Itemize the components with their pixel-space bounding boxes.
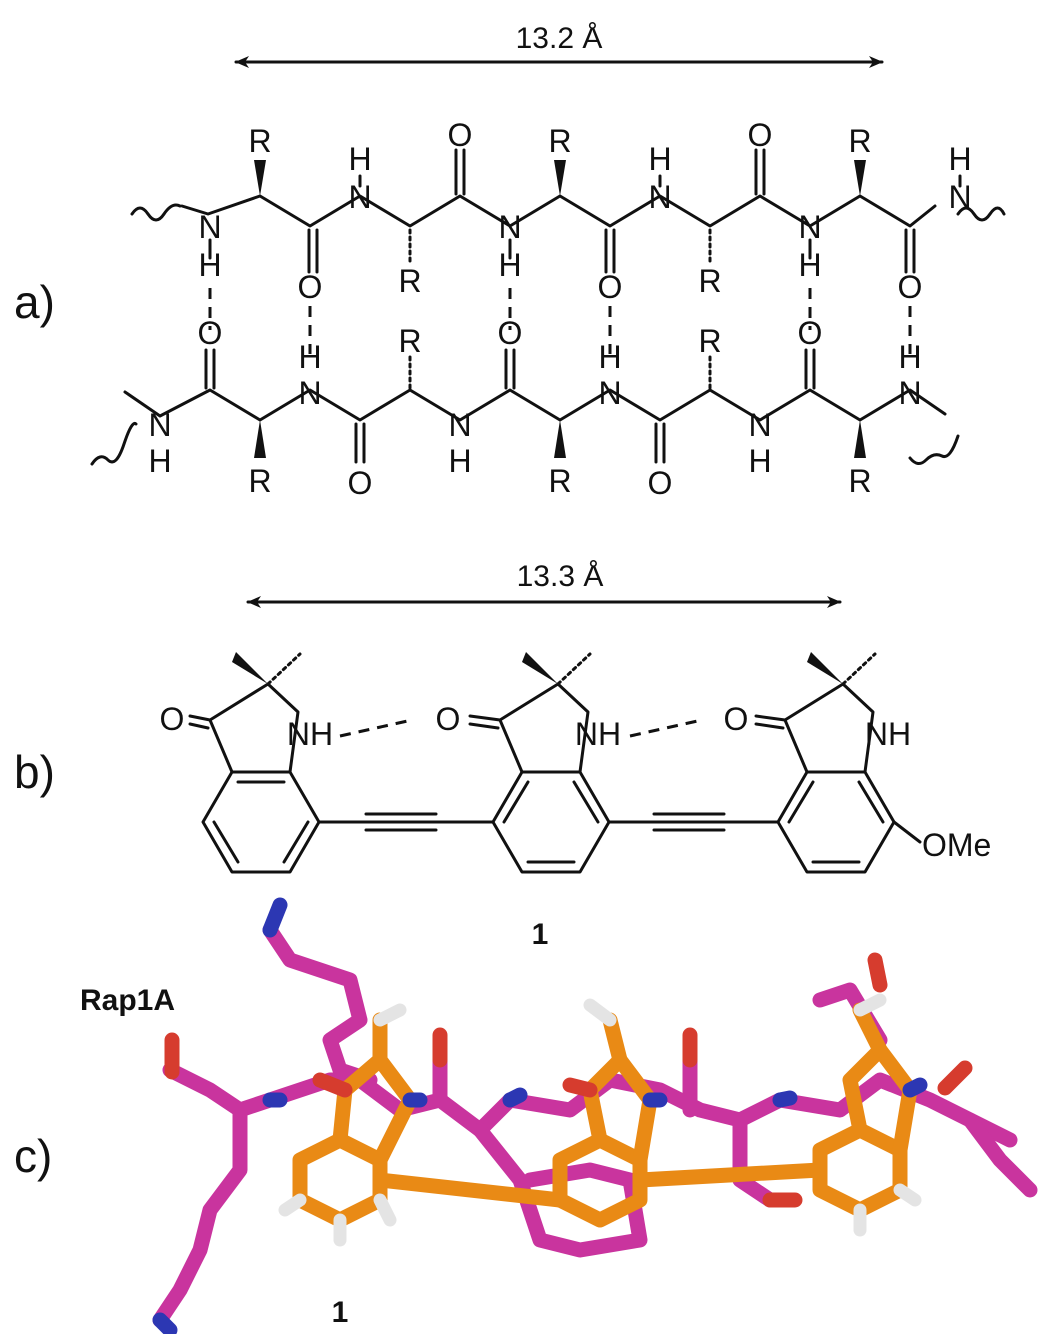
atom-h: H xyxy=(448,443,471,479)
ligand-stick-model xyxy=(278,993,928,1247)
atom-o: O xyxy=(724,701,749,737)
indolinone-unit-2: O NH xyxy=(436,652,621,874)
atom-n: N xyxy=(298,375,321,411)
atom-o: O xyxy=(498,315,523,351)
atom-n: N xyxy=(748,407,771,443)
atom-r: R xyxy=(698,263,721,299)
atom-h: H xyxy=(648,141,671,177)
atom-n: N xyxy=(198,209,221,245)
atom-o: O xyxy=(160,701,185,737)
atom-h: H xyxy=(748,443,771,479)
atom-h: H xyxy=(898,339,921,375)
atom-n: N xyxy=(598,375,621,411)
indolinone-unit-1: O NH xyxy=(160,652,333,874)
atom-h: H xyxy=(148,443,171,479)
compound-label-c: 1 xyxy=(332,1296,349,1329)
atom-n: N xyxy=(948,179,971,215)
atom-r: R xyxy=(848,463,871,499)
panel-b: b) 13.3 Å O NH xyxy=(14,560,991,951)
atom-h: H xyxy=(798,247,821,283)
atom-h: H xyxy=(498,247,521,283)
atom-r: R xyxy=(398,263,421,299)
atom-r: R xyxy=(248,123,271,159)
indolinone-unit-3: O NH OMe xyxy=(724,652,991,874)
atom-r: R xyxy=(848,123,871,159)
bottom-left-wavy xyxy=(90,421,138,466)
atom-nh: NH xyxy=(865,716,911,752)
atom-h: H xyxy=(198,247,221,283)
panel-c: c) Rap1A 1 xyxy=(14,897,1038,1334)
panel-b-label: b) xyxy=(14,746,55,798)
atom-o: O xyxy=(798,315,823,351)
atom-n: N xyxy=(348,179,371,215)
distance-label-a: 13.2 Å xyxy=(516,22,603,55)
bottom-strand-backbone xyxy=(123,388,947,422)
top-right-wavy xyxy=(956,206,1006,222)
protein-label: Rap1A xyxy=(80,984,175,1017)
atom-h: H xyxy=(598,339,621,375)
panel-a-label: a) xyxy=(14,276,55,328)
atom-o: O xyxy=(898,269,923,305)
distance-label-b: 13.3 Å xyxy=(517,560,604,593)
atom-n: N xyxy=(148,407,171,443)
atom-r: R xyxy=(548,123,571,159)
atom-n: N xyxy=(498,209,521,245)
atom-o: O xyxy=(448,117,473,153)
atom-o: O xyxy=(748,117,773,153)
atom-o: O xyxy=(198,315,223,351)
atom-r: R xyxy=(548,463,571,499)
top-strand-backbone xyxy=(180,194,937,228)
atom-nh: NH xyxy=(287,716,333,752)
protein-stick-model xyxy=(152,897,1038,1334)
bottom-right-wavy xyxy=(908,434,960,465)
atom-r: R xyxy=(398,323,421,359)
atom-o: O xyxy=(348,465,373,501)
atom-n: N xyxy=(648,179,671,215)
atom-h: H xyxy=(948,141,971,177)
atom-r: R xyxy=(698,323,721,359)
atom-o: O xyxy=(436,701,461,737)
atom-n: N xyxy=(898,375,921,411)
top-left-wavy xyxy=(130,203,182,222)
compound-label-b: 1 xyxy=(532,918,549,951)
atom-n: N xyxy=(448,407,471,443)
atom-nh: NH xyxy=(575,716,621,752)
hydrogen-bond xyxy=(339,718,413,738)
atom-n: N xyxy=(798,209,821,245)
atom-o: O xyxy=(648,465,673,501)
alkyne-linker-2 xyxy=(607,812,780,832)
atom-ome: OMe xyxy=(922,827,991,863)
panel-a: a) 13.2 Å R R R O O H H H N N N xyxy=(14,22,1006,501)
atom-r: R xyxy=(248,463,271,499)
atom-o: O xyxy=(298,269,323,305)
atom-h: H xyxy=(298,339,321,375)
alkyne-linker-1 xyxy=(317,812,495,832)
hydrogen-bond xyxy=(629,718,703,738)
atom-o: O xyxy=(598,269,623,305)
panel-c-label: c) xyxy=(14,1130,52,1182)
atom-h: H xyxy=(348,141,371,177)
